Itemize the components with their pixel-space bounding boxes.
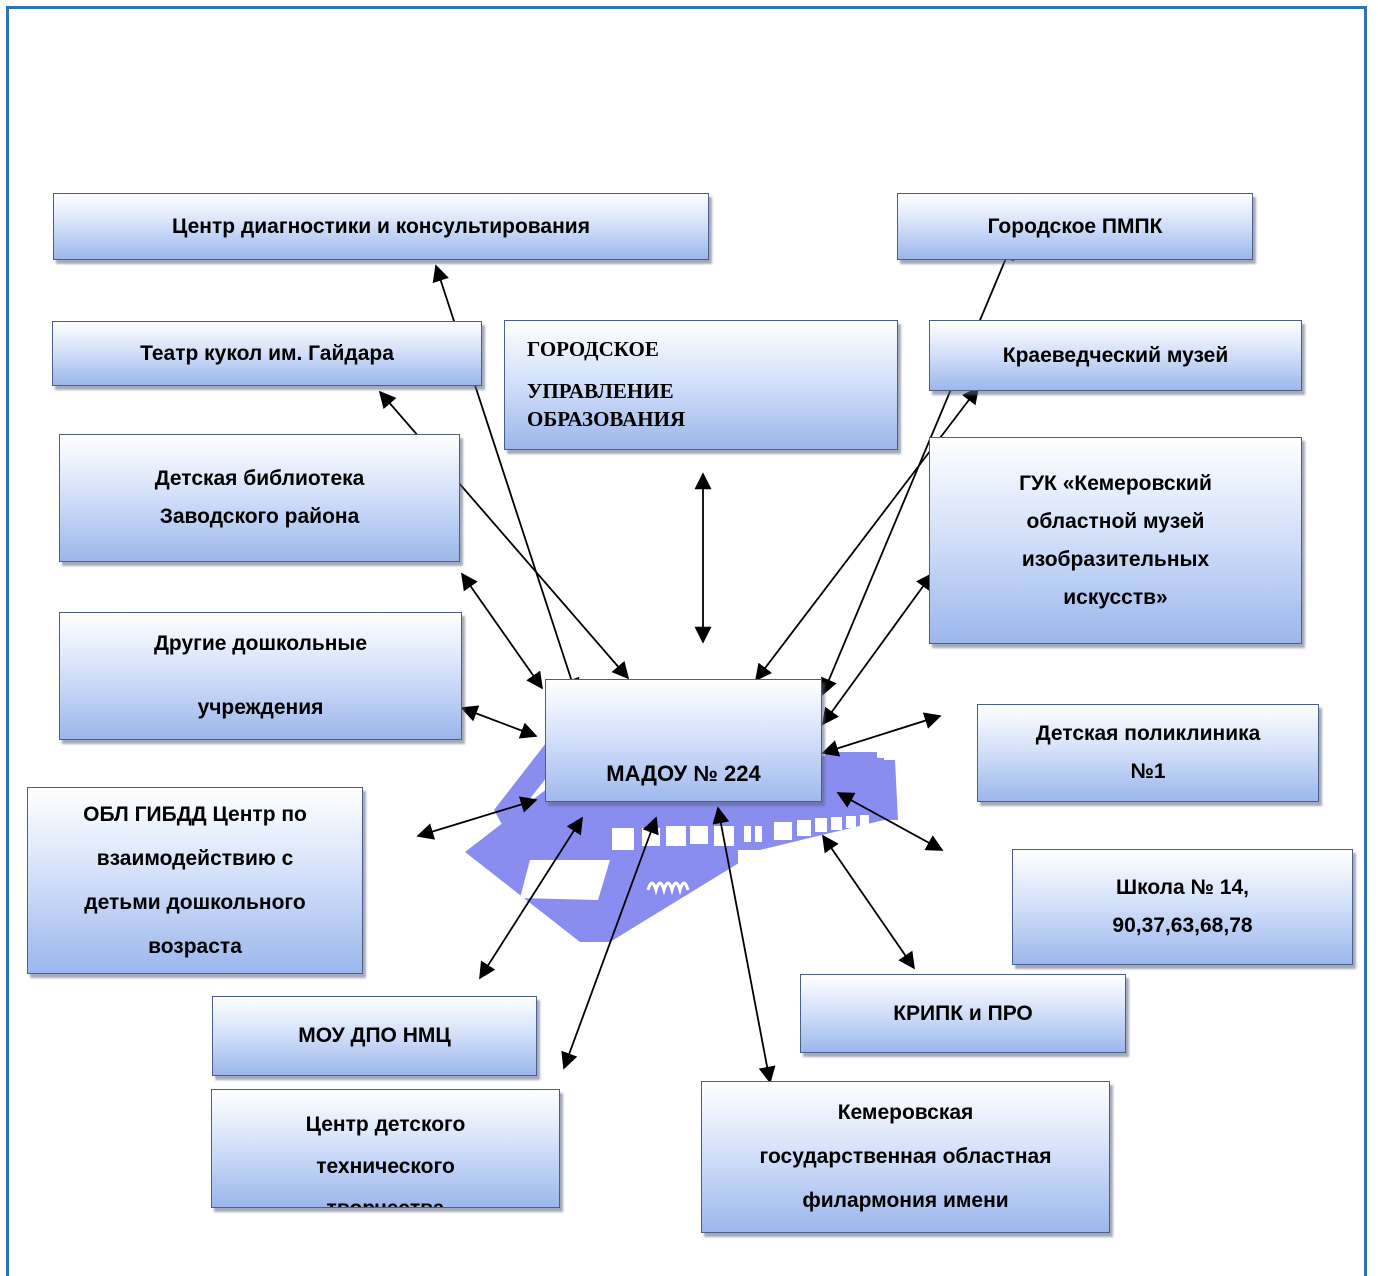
node-label-line: 90,37,63,68,78 (1112, 914, 1253, 937)
node-philharmonic: Кемеровская государственная областная фи… (701, 1081, 1110, 1233)
arrow-tech (561, 816, 659, 1070)
node-label-line: Детская поликлиника (1035, 722, 1261, 745)
node-nmc: МОУ ДПО НМЦ (212, 996, 537, 1076)
node-label-line: филармония имени (802, 1189, 1009, 1212)
node-label-line: Другие дошкольные (153, 632, 368, 655)
node-label-line: УПРАВЛЕНИЕ (527, 379, 674, 403)
arrow-gibdd (416, 796, 538, 840)
node-label-line: ОБРАЗОВАНИЯ (527, 407, 686, 431)
node-pmpk: Городское ПМПК (897, 193, 1253, 260)
node-puppet-theatre: Театр кукол им. Гайдара (52, 321, 482, 386)
node-label-line: Кемеровская (837, 1101, 974, 1124)
arrow-kripk (822, 834, 915, 970)
node-label-line: взаимодействию с (96, 846, 294, 870)
node-label-line: ГОРОДСКОЕ (527, 337, 659, 361)
arrow-clinic (821, 712, 942, 757)
node-label: Городское ПМПК (987, 214, 1163, 238)
connector-arrows (378, 242, 1014, 1084)
center-label: МАДОУ № 224 (606, 761, 761, 786)
node-tech-creativity-center: Центр детского технического творчества (211, 1089, 560, 1208)
node-schools: Школа № 14, 90,37,63,68,78 (1012, 849, 1353, 965)
node-kripk: КРИПК и ПРО (800, 974, 1126, 1053)
node-madou-224: МАДОУ № 224 (545, 679, 822, 802)
node-label-line: Школа № 14, (1116, 876, 1249, 899)
arrow-school (836, 792, 944, 851)
node-label-line: учреждения (197, 696, 324, 719)
node-label: Театр кукол им. Гайдара (140, 341, 394, 365)
node-label-line: Заводского района (159, 505, 360, 528)
node-label-line: детьми дошкольного (84, 890, 306, 914)
arrow-museum-local (754, 386, 980, 682)
node-center-diag: Центр диагностики и консультирования (53, 193, 709, 260)
node-label: Краеведческий музей (1002, 343, 1229, 367)
node-label-line: Детская библиотека (154, 467, 365, 490)
arrow-philharmonic (712, 806, 776, 1084)
node-label: КРИПК и ПРО (893, 1001, 1033, 1025)
node-childrens-library: Детская библиотека Заводского района (59, 434, 460, 562)
node-education-department: ГОРОДСКОЕ УПРАВЛЕНИЕ ОБРАЗОВАНИЯ (504, 320, 898, 450)
arrow-guk (822, 572, 933, 726)
node-label-line: изобразительных (1021, 547, 1210, 571)
node-gibdd: ОБЛ ГИБДД Центр по взаимодействию с деть… (27, 787, 363, 974)
arrow-library (461, 572, 543, 690)
node-label-line: творчества (327, 1188, 445, 1207)
arrow-preschools (460, 705, 538, 739)
node-other-preschools: Другие дошкольные учреждения (59, 612, 462, 740)
node-label-line: возраста (148, 934, 242, 958)
node-label-line: государственная областная (759, 1145, 1052, 1168)
page-frame (6, 6, 1367, 1276)
node-label-line: №1 (1130, 760, 1166, 783)
node-label-line: искусств» (1063, 585, 1168, 609)
node-label-line: областной музей (1026, 509, 1205, 533)
node-art-museum: ГУК «Кемеровский областной музей изобраз… (929, 437, 1302, 644)
node-label-line: Центр детского (305, 1113, 466, 1136)
node-childrens-clinic: Детская поликлиника №1 (977, 704, 1319, 802)
node-label-line: ОБЛ ГИБДД Центр по (83, 802, 307, 826)
node-label: МОУ ДПО НМЦ (298, 1024, 451, 1047)
node-label-line: ГУК «Кемеровский (1019, 471, 1212, 495)
node-label: Центр диагностики и консультирования (172, 214, 590, 238)
node-local-museum: Краеведческий музей (929, 320, 1302, 391)
node-label-line: технического (316, 1155, 455, 1178)
